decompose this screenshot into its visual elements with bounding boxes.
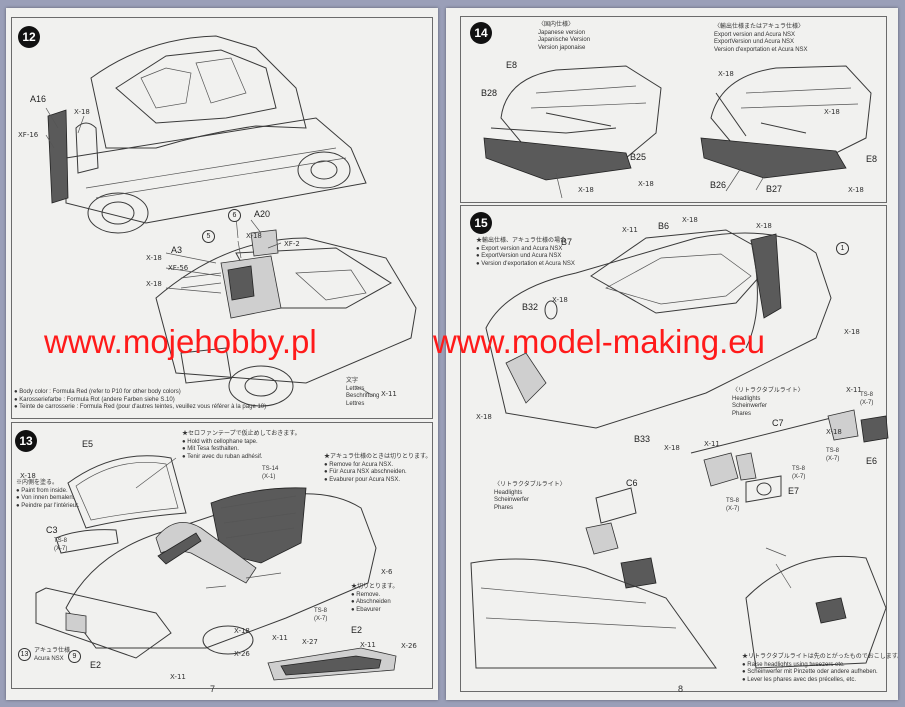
letters-note: 文字 Letters Beschriftung Lettres <box>346 378 380 407</box>
paint-xf2-label: XF-2 <box>284 240 300 248</box>
part-a20-label: A20 <box>254 209 271 219</box>
paint-ts8-b-step15-label: TS-8 (X-7) <box>826 448 840 462</box>
paint-x11-c-label: X-11 <box>170 673 186 681</box>
part-b28-label: B28 <box>481 88 498 98</box>
paint-x18-b-label: X-18 <box>246 232 262 240</box>
body-color-note: ● Body color : Formula Red (refer to P10… <box>14 389 267 410</box>
callout-5: 5 <box>202 230 215 243</box>
step-15-number: 15 <box>470 212 492 234</box>
paint-x11-c-step15-label: X-11 <box>704 440 720 448</box>
export-version-note: 〈輸出仕様またはアキュラ仕様〉 Export version and Acura… <box>714 24 808 53</box>
callout-13: 13 <box>18 648 31 661</box>
export-acura-note: ★輸出仕様、アキュラ仕様の場合 ● Export version and Acu… <box>476 238 575 267</box>
part-a16-label: A16 <box>30 94 47 104</box>
part-b33-label: B33 <box>634 434 651 444</box>
paint-x27-label: X-27 <box>302 638 318 646</box>
paint-x18-c-step14-label: X-18 <box>718 70 734 78</box>
paint-x18-f-step15-label: X-18 <box>664 444 680 452</box>
callout-6: 6 <box>228 209 241 222</box>
paint-x18-e-step14-label: X-18 <box>848 186 864 194</box>
step-14-number: 14 <box>470 22 492 44</box>
watermark-model-making[interactable]: www.model-making.eu <box>433 323 765 360</box>
paint-x11-a-label: X-11 <box>272 634 288 642</box>
paint-x18-b-step13-label: X-18 <box>234 627 250 635</box>
page-8: 14 〈国内仕様〉 Japanese version Japanische Ve… <box>446 8 898 700</box>
part-e8-a-label: E8 <box>506 60 518 70</box>
paint-x18-e-step15-label: X-18 <box>476 413 492 421</box>
step-12-frame <box>11 17 433 419</box>
paint-ts14-label: TS-14 (X-1) <box>262 466 279 480</box>
paint-x18-a-step14-label: X-18 <box>578 186 594 194</box>
paint-xf56-label: XF-56 <box>168 264 189 272</box>
part-b7-label: B7 <box>561 237 573 247</box>
part-e2-a-label: E2 <box>351 625 363 635</box>
headlights-mid-note: 〈リトラクタブルライト〉 Headlights Scheinwerfer Pha… <box>494 482 566 511</box>
paint-x18-b-step14-label: X-18 <box>638 180 654 188</box>
part-e8-b-label: E8 <box>866 154 878 164</box>
cut-note: ★切りとります。 ● Remove. ● Abschneiden ● Ebavu… <box>351 584 399 613</box>
step-15-frame <box>460 205 887 692</box>
paint-x18-b-step15-label: X-18 <box>756 222 772 230</box>
part-b27-label: B27 <box>766 184 783 194</box>
part-c6-label: C6 <box>626 478 638 488</box>
paint-x11-label: X-11 <box>381 390 397 398</box>
paint-x18-c-step15-label: X-18 <box>552 296 568 304</box>
paint-xf16-label: XF-16 <box>18 131 39 139</box>
page-number-7: 7 <box>210 684 216 694</box>
paint-x18-c-label: X-18 <box>146 254 162 262</box>
paint-ts8-a-step15-label: TS-8 (X-7) <box>860 392 874 406</box>
paint-x18-step13-label: X-18 <box>20 472 36 480</box>
part-e6-label: E6 <box>866 456 878 466</box>
acura-nsx-note: アキュラ仕様 Acura NSX <box>34 648 71 662</box>
part-a3-label: A3 <box>171 245 183 255</box>
paint-x11-a-step15-label: X-11 <box>622 226 638 234</box>
step-15-drawing <box>470 229 889 669</box>
part-c7-label: C7 <box>772 418 784 428</box>
paint-ts8-c-label: TS-8 (X-7) <box>792 466 806 480</box>
callout-1: 1 <box>836 242 849 255</box>
step-13-frame <box>11 422 433 689</box>
tape-note: ★セロファンテープで仮止めしておきます。 ● Hold with celloph… <box>182 431 301 460</box>
japanese-version-note: 〈国内仕様〉 Japanese version Japanische Versi… <box>538 22 591 51</box>
part-e7-label: E7 <box>788 486 800 496</box>
part-b25-label: B25 <box>630 152 647 162</box>
page-7: 12 A16 X-18 XF-16 A20 XF-2 6 X-18 5 <box>6 8 438 700</box>
step-13-drawing <box>35 455 397 681</box>
headlights-top-note: 〈リトラクタブルライト〉 Headlights Scheinwerfer Pha… <box>732 388 804 417</box>
part-e5-label: E5 <box>82 439 94 449</box>
part-b26-label: B26 <box>710 180 727 190</box>
paint-x18-d-step14-label: X-18 <box>824 108 840 116</box>
paint-ts8-b-label: TS-8 (X-7) <box>314 608 328 622</box>
paint-x18-label: X-18 <box>74 108 90 116</box>
step-12-drawing <box>45 35 417 407</box>
part-e2-b-label: E2 <box>90 660 102 670</box>
part-c3-label: C3 <box>46 525 58 535</box>
paint-ts8-a-label: TS-8 (X-7) <box>54 538 68 552</box>
paint-x26-a-label: X-26 <box>401 642 417 650</box>
paint-x11-b-step15-label: X-11 <box>846 386 862 394</box>
paint-ts8-d-label: TS-8 (X-7) <box>726 498 740 512</box>
paint-x18-d-label: X-18 <box>146 280 162 288</box>
paint-x11-b-label: X-11 <box>360 641 376 649</box>
paint-x26-b-label: X-26 <box>234 650 250 658</box>
paint-x18-a-step15-label: X-18 <box>682 216 698 224</box>
raise-headlights-note: ★リトラクタブルライトは先のとがったものでおこします。 ● Raise head… <box>742 654 898 683</box>
step-14-frame <box>460 16 887 203</box>
part-b6-label: B6 <box>658 221 670 231</box>
paint-x18-d-step15-label: X-18 <box>844 328 860 336</box>
paint-x18-g-step15-label: X-18 <box>826 428 842 436</box>
step-13-number: 13 <box>15 430 37 452</box>
page-number-8: 8 <box>678 684 684 694</box>
paint-inside-note: ※内側を塗る。 ● Paint from inside. ● Von innen… <box>16 480 80 509</box>
paint-x6-label: X-6 <box>381 568 393 576</box>
step-12-number: 12 <box>18 26 40 48</box>
part-b32-label: B32 <box>522 302 539 312</box>
acura-remove-note: ★アキュラ仕様のときは切りとります。 ● Remove for Acura NS… <box>324 454 432 483</box>
step-14-drawing <box>483 65 872 199</box>
watermark-mojehobby[interactable]: www.mojehobby.pl <box>44 323 317 360</box>
callout-9: 9 <box>68 650 81 663</box>
